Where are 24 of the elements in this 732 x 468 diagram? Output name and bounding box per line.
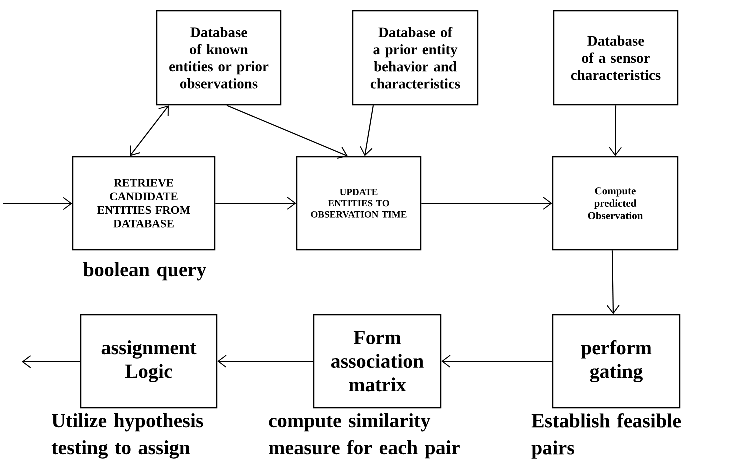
- arrow: [218, 354, 314, 368]
- arrow: [606, 250, 620, 314]
- process-box: Database of a sensor characteristics: [553, 10, 679, 106]
- arrow: [442, 354, 552, 368]
- process-box: perform gating: [552, 314, 681, 409]
- process-box: Database of a prior entity behavior and characteristics: [352, 10, 479, 106]
- annotation-text: Utilize hypothesis testing to assign: [52, 414, 204, 459]
- process-box: RETRIEVE CANDIDATE ENTITIES FROM DATABASE: [72, 156, 216, 251]
- arrow: [216, 197, 296, 210]
- arrow: [3, 197, 72, 210]
- arrow: [422, 197, 552, 210]
- arrow: [360, 106, 374, 156]
- arrow: [609, 106, 622, 156]
- process-box: Database of known entities or prior observations: [156, 10, 282, 106]
- arrow: [226, 105, 348, 159]
- process-box: UPDATE ENTITIES TO OBSERVATION TIME: [296, 156, 422, 251]
- process-box: assignment Logic: [80, 314, 218, 409]
- annotation-text: compute similarity measure for each pair: [269, 414, 460, 459]
- annotation-text: boolean query: [84, 262, 206, 281]
- process-box: Form association matrix: [313, 314, 442, 409]
- arrow: [22, 355, 80, 368]
- annotation-text: Establish feasible pairs: [532, 414, 682, 459]
- process-box: Compute predicted Observation: [552, 156, 679, 251]
- arrow: [130, 106, 169, 156]
